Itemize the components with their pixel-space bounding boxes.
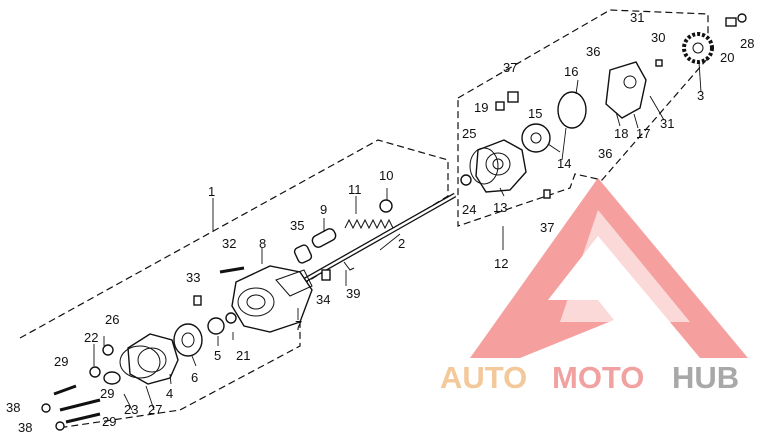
- label-2: 2: [398, 236, 405, 251]
- label-14: 14: [557, 156, 571, 171]
- label-34: 34: [316, 292, 330, 307]
- bolt-37-b: [543, 189, 551, 199]
- leader-lines: [93, 61, 702, 411]
- label-27: 27: [148, 402, 162, 417]
- label-17: 17: [636, 126, 650, 141]
- bolt-29-b: [59, 398, 101, 412]
- label-16: 16: [564, 64, 578, 79]
- housing-o-ring: [469, 147, 499, 185]
- label-29-a: 29: [54, 354, 68, 369]
- label-36-a: 36: [586, 44, 600, 59]
- label-8: 8: [259, 236, 266, 251]
- label-5: 5: [214, 348, 221, 363]
- assembly-outlines: [19, 9, 709, 429]
- bolt-29-c: [65, 412, 101, 424]
- parts-group: [41, 13, 747, 431]
- gasket-part: [119, 345, 161, 379]
- sprocket-part: [682, 32, 714, 64]
- bracket-part: [605, 61, 647, 119]
- bolt-19: [495, 101, 505, 111]
- watermark-moto: MOTO: [552, 360, 644, 395]
- washer-28: [737, 13, 747, 23]
- bolt-part: [193, 295, 202, 306]
- washer-part: [103, 371, 121, 385]
- washer-38-a: [41, 403, 51, 413]
- label-38-b: 38: [18, 420, 32, 435]
- watermark-hub: HUB: [672, 360, 739, 395]
- drive-gear-part: [521, 123, 551, 153]
- bolt-20: [725, 17, 737, 27]
- label-30: 30: [651, 30, 665, 45]
- plate-part: [557, 91, 587, 129]
- label-28: 28: [740, 36, 754, 51]
- pin-34-part: [321, 269, 331, 281]
- pin-part: [219, 266, 245, 274]
- pump-body-assembly-outline: [457, 9, 709, 227]
- label-15: 15: [528, 106, 542, 121]
- spacer-part: [225, 312, 237, 324]
- clip-part: [343, 261, 355, 271]
- watermark-auto: AUTO: [440, 360, 527, 395]
- outer-rotor-part: [173, 323, 203, 357]
- oil-pump-assembly-outline: [19, 139, 449, 429]
- label-26: 26: [105, 312, 119, 327]
- label-29-c: 29: [102, 414, 116, 429]
- label-37-a: 37: [503, 60, 517, 75]
- watermark-logo: [470, 178, 748, 358]
- label-29-b: 29: [100, 386, 114, 401]
- label-23: 23: [124, 402, 138, 417]
- pin-30: [655, 59, 663, 67]
- inner-rotor-part: [207, 317, 225, 335]
- label-25: 25: [462, 126, 476, 141]
- label-12: 12: [494, 256, 508, 271]
- label-19: 19: [474, 100, 488, 115]
- label-21: 21: [236, 348, 250, 363]
- label-4: 4: [166, 386, 173, 401]
- seal-part: [460, 174, 472, 186]
- label-35: 35: [290, 218, 304, 233]
- part-labels: 1 2 3 4 5 6 7 8 9 10 11 12 13 14 15 16 1…: [6, 10, 754, 435]
- o-ring-part: [102, 344, 114, 356]
- label-3: 3: [697, 88, 704, 103]
- label-18: 18: [614, 126, 628, 141]
- watermark-text: AUTO MOTO HUB: [440, 360, 739, 395]
- label-9: 9: [320, 202, 327, 217]
- cap-part: [379, 199, 393, 213]
- plunger-part: [311, 228, 337, 248]
- label-11: 11: [348, 182, 362, 197]
- label-22: 22: [84, 330, 98, 345]
- label-31-a: 31: [630, 10, 644, 25]
- bolt-29-a: [53, 384, 77, 396]
- label-32: 32: [222, 236, 236, 251]
- label-39: 39: [346, 286, 360, 301]
- label-36-b: 36: [598, 146, 612, 161]
- label-6: 6: [191, 370, 198, 385]
- label-37-b: 37: [540, 220, 554, 235]
- spring-part: [344, 218, 394, 230]
- label-20: 20: [720, 50, 734, 65]
- label-31-b: 31: [660, 116, 674, 131]
- label-7: 7: [295, 318, 302, 333]
- dowel-part: [89, 366, 101, 378]
- label-1: 1: [208, 184, 215, 199]
- outer-housing-part: [475, 139, 527, 193]
- label-10: 10: [379, 168, 393, 183]
- label-38-a: 38: [6, 400, 20, 415]
- bolt-37: [507, 91, 519, 103]
- label-13: 13: [493, 200, 507, 215]
- label-24: 24: [462, 202, 476, 217]
- label-33: 33: [186, 270, 200, 285]
- collar-part: [293, 244, 313, 264]
- washer-38-b: [55, 421, 65, 431]
